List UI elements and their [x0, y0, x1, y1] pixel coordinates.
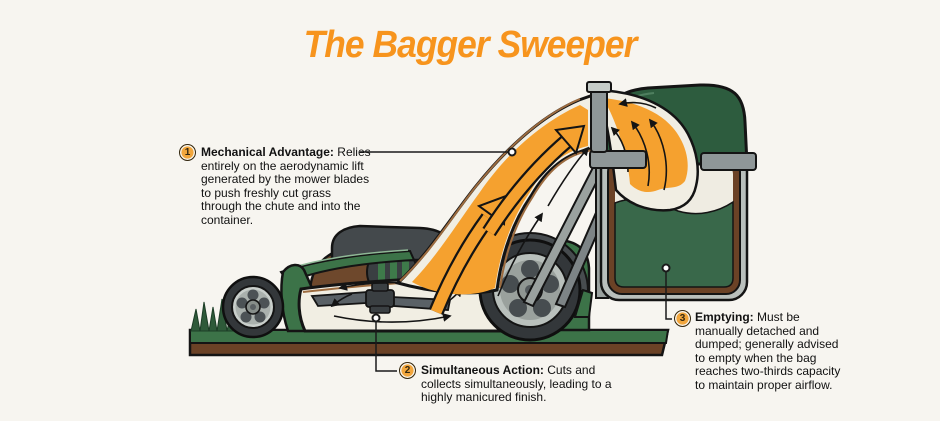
- leader-lines: [360, 151, 672, 372]
- anchor-dot-2: [371, 313, 381, 323]
- annotation-2-label: Simultaneous Action:: [421, 363, 544, 377]
- annotation-2-badge: 2: [399, 362, 416, 379]
- chute-connector: [590, 85, 608, 153]
- annotation-2: Simultaneous Action: Cuts and collects s…: [421, 363, 626, 405]
- chute-thin-arrows: [497, 146, 590, 297]
- annotation-2-number: 2: [404, 364, 411, 376]
- grass-chute: [395, 91, 598, 315]
- annotation-3: Emptying: Must be manually detached and …: [695, 310, 843, 393]
- annotation-2-text: Cuts and collects simultaneously, leadin…: [421, 363, 612, 405]
- leader-line-2: [375, 321, 397, 372]
- annotation-1-text: Relies entirely on the aerodynamic lift …: [201, 145, 371, 227]
- annotation-3-badge: 3: [674, 310, 691, 327]
- annotation-1-badge: 1: [179, 144, 196, 161]
- anchor-dots: [371, 147, 671, 323]
- bag-rail-left: [589, 150, 647, 169]
- annotation-3-number: 3: [679, 312, 686, 324]
- annotation-1: Mechanical Advantage: Relies entirely on…: [201, 145, 373, 228]
- annotation-1-number: 1: [184, 146, 191, 158]
- front-wheel: [221, 275, 285, 339]
- anchor-dot-3: [661, 263, 671, 273]
- hood-band: [279, 249, 416, 284]
- annotation-1-label: Mechanical Advantage:: [201, 145, 334, 159]
- annotation-3-text: Must be manually detached and dumped; ge…: [695, 310, 841, 392]
- engine-fan: [378, 247, 409, 297]
- annotation-3-label: Emptying:: [695, 310, 754, 324]
- leader-line-3: [665, 271, 672, 320]
- diagram-title: The Bagger Sweeper: [303, 24, 638, 66]
- bag-grass-fill: [614, 198, 734, 288]
- kickstand: [573, 288, 594, 318]
- bag-rail-right: [700, 152, 757, 171]
- grass-bag: [586, 81, 757, 302]
- chute-flow-arrow-upper: [482, 124, 586, 237]
- anchor-dot-1: [507, 147, 517, 157]
